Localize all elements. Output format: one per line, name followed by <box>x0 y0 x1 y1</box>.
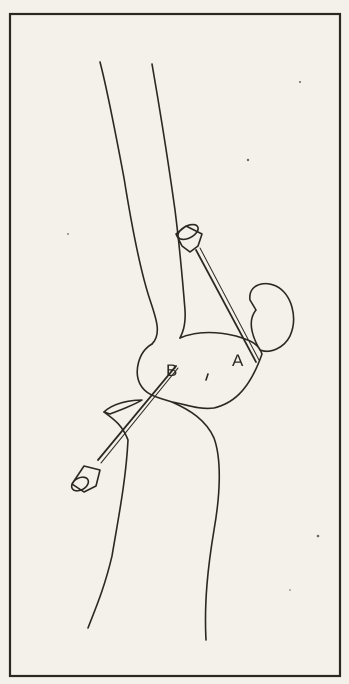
figure-frame <box>10 14 340 676</box>
label-a: A <box>232 351 244 370</box>
femur <box>100 62 185 344</box>
paper-specks <box>67 81 319 591</box>
tibia <box>88 402 219 640</box>
label-b: B <box>166 361 177 380</box>
needle-b <box>69 366 178 494</box>
tick-mark <box>206 374 208 380</box>
meniscus <box>104 400 142 414</box>
patella <box>250 284 294 352</box>
femoral-condyle <box>137 333 262 409</box>
needle-a <box>175 222 259 362</box>
